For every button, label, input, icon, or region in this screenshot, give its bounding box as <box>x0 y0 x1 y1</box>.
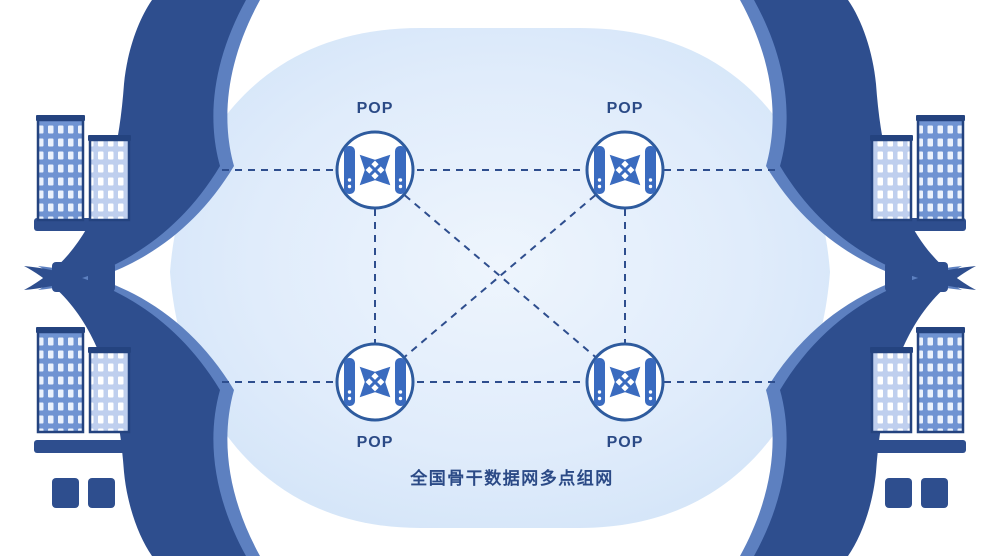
pop-label-top-right: POP <box>607 100 644 117</box>
office-buildings-top-right <box>868 113 967 222</box>
funnel-bottom-left <box>24 266 246 556</box>
funnel-top-left <box>24 0 246 290</box>
office-buildings-top-left <box>34 113 133 222</box>
diagram-caption: 全国骨干数据网多点组网 <box>409 468 614 488</box>
funnel-bottom-right <box>754 266 976 556</box>
link-diag-tl-br <box>374 169 626 383</box>
link-diag-tr-bl <box>374 169 626 383</box>
corner-caption-blocks <box>34 218 966 508</box>
pop-label-top-left: POP <box>357 100 394 117</box>
funnel-top-right <box>754 0 976 290</box>
backbone-cloud <box>170 28 830 528</box>
pop-label-bottom-right: POP <box>607 434 644 451</box>
pop-label-bottom-left: POP <box>357 434 394 451</box>
